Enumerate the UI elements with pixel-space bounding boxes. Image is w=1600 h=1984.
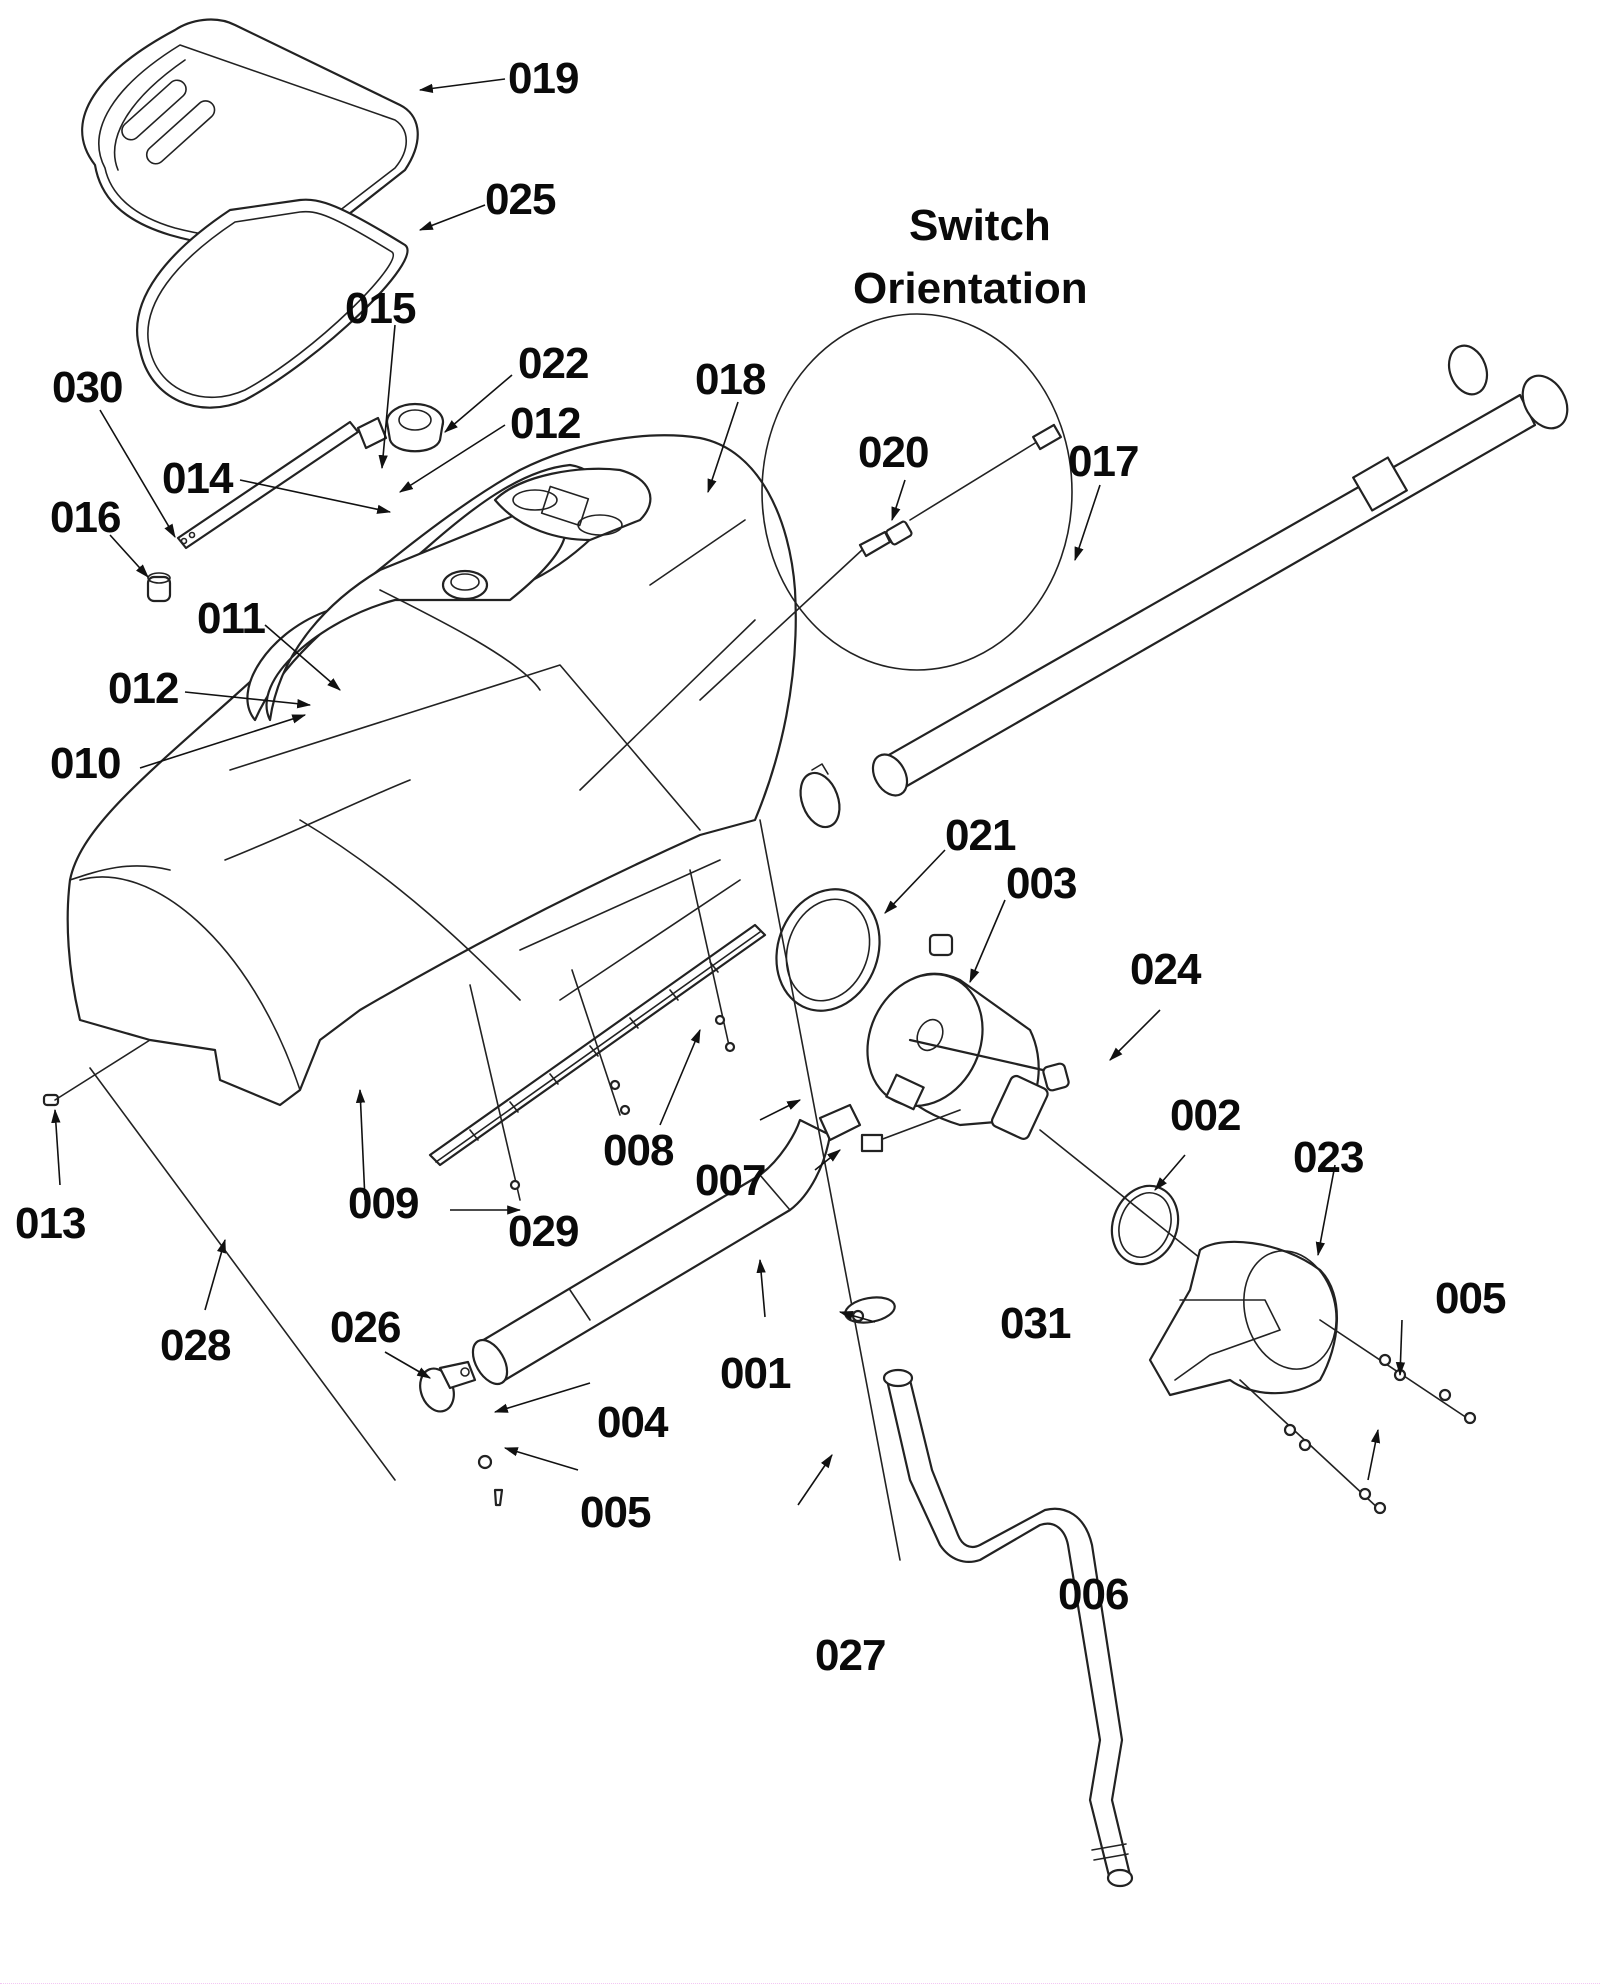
callout-012-upper: 012 xyxy=(510,399,580,448)
callout-013: 013 xyxy=(15,1199,85,1248)
plug-part xyxy=(146,572,172,603)
screw-part xyxy=(493,1488,504,1507)
exhaust-hose-part xyxy=(882,1368,1134,1888)
callout-024: 024 xyxy=(1130,945,1202,994)
switch-orientation-heading-line2: Orientation xyxy=(853,264,1088,313)
switch-orientation-heading-line1: Switch xyxy=(909,201,1051,250)
callout-011: 011 xyxy=(197,594,266,643)
callout-029: 029 xyxy=(508,1207,578,1256)
callout-008: 008 xyxy=(603,1126,674,1175)
callout-001: 001 xyxy=(720,1349,791,1398)
callout-031: 031 xyxy=(1000,1299,1071,1348)
vacuum-hose-part xyxy=(471,1103,862,1386)
callout-006: 006 xyxy=(1058,1570,1128,1619)
callout-022: 022 xyxy=(518,339,588,388)
callout-009: 009 xyxy=(348,1179,418,1228)
callout-016: 016 xyxy=(50,493,120,542)
callout-018: 018 xyxy=(695,355,766,404)
callout-023: 023 xyxy=(1293,1133,1363,1182)
vacuum-motor-part xyxy=(860,933,1049,1153)
motor-gasket-part xyxy=(775,888,881,1012)
switch-detail-inset xyxy=(699,313,1073,701)
leader-lines xyxy=(51,78,1406,1506)
hose-clamp-upper-part xyxy=(799,763,841,829)
callout-028: 028 xyxy=(160,1321,231,1370)
pin-part xyxy=(42,1039,151,1107)
lid-gasket-part xyxy=(136,198,409,409)
hose-clamp-bracket-part xyxy=(419,1360,477,1413)
callout-030: 030 xyxy=(52,363,122,412)
motor-cap-part xyxy=(908,1038,1070,1092)
callout-005-lower-left: 005 xyxy=(580,1488,651,1537)
nut-part xyxy=(477,1454,493,1470)
callout-025: 025 xyxy=(485,175,556,224)
callout-026: 026 xyxy=(330,1303,400,1352)
hinge-screws-part xyxy=(469,819,901,1561)
callout-012-tank: 012 xyxy=(108,664,178,713)
strap-part xyxy=(176,420,360,550)
callout-019: 019 xyxy=(508,54,578,103)
callout-002: 002 xyxy=(1170,1091,1240,1140)
drain-hose-part xyxy=(871,344,1569,797)
callout-020: 020 xyxy=(858,428,928,477)
callout-007: 007 xyxy=(695,1156,765,1205)
callout-010: 010 xyxy=(50,739,120,788)
motor-housing-part xyxy=(1148,1240,1338,1397)
callout-017: 017 xyxy=(1068,437,1138,486)
rod-part xyxy=(89,1067,396,1481)
callout-021: 021 xyxy=(945,811,1016,860)
callout-005-housing: 005 xyxy=(1435,1274,1506,1323)
recovery-tank-body-part xyxy=(66,434,797,1107)
callout-027: 027 xyxy=(815,1631,885,1680)
float-filter-part xyxy=(385,402,445,453)
housing-screws-part xyxy=(1239,1319,1477,1515)
callout-014: 014 xyxy=(162,454,234,503)
callout-004: 004 xyxy=(597,1398,669,1447)
callout-015: 015 xyxy=(345,284,416,333)
callout-003: 003 xyxy=(1006,859,1076,908)
bracket-plate-part xyxy=(356,416,388,450)
